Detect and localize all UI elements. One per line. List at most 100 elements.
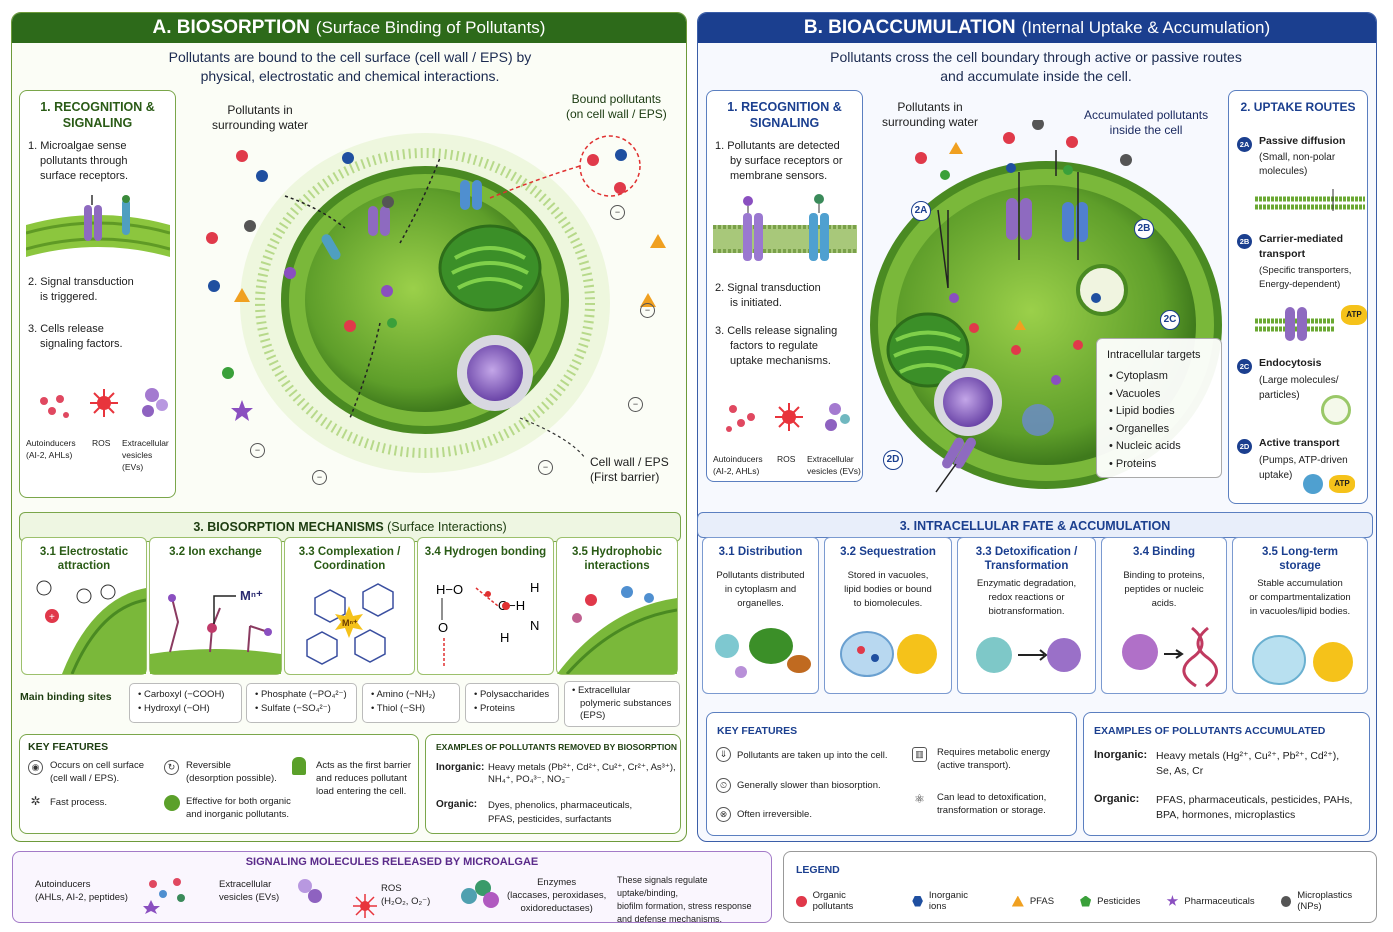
pfas-icon [1011, 895, 1024, 907]
fate-long-term-storage: 3.5 Long-term storage Stable accumulation… [1232, 537, 1368, 694]
text-line: Stable accumulation [1257, 578, 1343, 589]
text-line: (Specific transporters, [1259, 265, 1352, 276]
text-line: Stored in vacuoles, [847, 570, 929, 581]
autoinducer-icon [143, 878, 185, 914]
text-line: vesicles (EVs) [807, 466, 861, 476]
organic-examples: Dyes, phenolics, pharmaceuticals,PFAS, p… [488, 799, 678, 827]
inorganic-ion-icon [912, 895, 923, 907]
text-line: PFAS, pharmaceuticals, pesticides, PAHs, [1156, 794, 1353, 806]
svg-text:O: O [438, 620, 448, 635]
rec-step-3: 3. Cells release signaling factors to re… [715, 324, 837, 369]
membrane-receptor-illustration [26, 195, 170, 257]
text-line: (AI-2, AHLs) [713, 466, 760, 476]
text-line: acids. [1151, 598, 1177, 609]
list-item: • Proteins [1109, 457, 1157, 470]
endocytosis-icon [1321, 395, 1351, 425]
route-title: Passive diffusion [1259, 135, 1346, 147]
fate-item-title: 3.4 Binding [1133, 546, 1195, 558]
surface-icon: ◉ [28, 760, 43, 775]
reversible-icon: ↻ [164, 760, 179, 775]
storage-illustration [1252, 635, 1353, 685]
signal-icons [40, 388, 168, 418]
text-line: Can lead to detoxification, [937, 792, 1047, 803]
text: 3. BIOSORPTION MECHANISMS [193, 520, 384, 534]
route-tag: 2B [1237, 234, 1252, 249]
text-line: • Polysaccharides [474, 689, 550, 700]
subtitle-line: physical, electrostatic and chemical int… [200, 68, 500, 84]
text-line: particles) [1259, 390, 1300, 401]
text-line: membrane sensors. [730, 170, 828, 182]
text-line: • Thiol (−SH) [371, 703, 426, 714]
route-2b-tag: 2B [1134, 219, 1154, 239]
route-title: Active transport [1259, 437, 1340, 449]
fate-item-title: 3.2 Sequestration [840, 546, 936, 558]
ion-exchange-illustration: Mⁿ⁺ [150, 588, 281, 674]
text-line: (AI-2, AHLs) [26, 450, 73, 460]
text-line: 3. Cells release [28, 323, 104, 335]
text-line: 3.5 Long-term [1261, 546, 1339, 558]
text-line: surrounding water [212, 118, 309, 132]
text-line: Autoinducers [26, 438, 76, 448]
transformation-icon: ⚛ [914, 792, 925, 806]
legend-label: Microplastics (NPs) [1297, 890, 1353, 912]
text-line: transport [1259, 248, 1306, 260]
text-line: (AHLs, AI-2, peptides) [35, 892, 128, 903]
text-line: redox reactions or [988, 592, 1065, 603]
pump-icon [1303, 474, 1323, 494]
feature-item: Requires metabolic energy(active transpo… [937, 746, 1050, 772]
feature-item: Can lead to detoxification,transformatio… [937, 791, 1046, 817]
text-line: • Proteins [474, 703, 515, 714]
text-line: Accumulated pollutants [1084, 108, 1209, 122]
text-line: Binding to proteins, [1123, 570, 1205, 581]
feature-item: Pollutants are taken up into the cell. [737, 750, 888, 761]
title-line: 1. RECOGNITION & [727, 100, 842, 114]
text-line: Dyes, phenolics, pharmaceuticals, [488, 800, 633, 811]
biosorption-cell-illustration [206, 133, 666, 473]
inorganic-label: Inorganic: [1094, 749, 1148, 761]
legend-item: Pesticides [1080, 890, 1140, 912]
subtitle-line: and accumulate inside the cell. [940, 68, 1132, 84]
text-line: 3. Cells release signaling [715, 325, 838, 337]
ros-icon [353, 894, 377, 918]
text-line: or compartmentalization [1249, 592, 1351, 603]
membrane-transporter-icon [460, 180, 482, 210]
text-line: oxidoreductases) [520, 903, 593, 914]
autoinducer-label: Autoinducers (AI-2, AHLs) [26, 437, 76, 461]
routes-title: 2. UPTAKE ROUTES [1240, 100, 1356, 114]
legend-item: PFAS [1011, 890, 1054, 912]
bioaccumulation-header: B. BIOACCUMULATION (Internal Uptake & Ac… [698, 13, 1376, 43]
subtitle-line: Pollutants are bound to the cell surface… [168, 49, 532, 65]
signal-note: These signals regulate uptake/binding,bi… [617, 874, 771, 926]
fate-header: 3. INTRACELLULAR FATE & ACCUMULATION [697, 512, 1373, 538]
text-line: 3.5 Hydrophobic [571, 546, 663, 558]
membrane-transporter-icon [321, 234, 341, 260]
text-line: (First barrier) [590, 470, 660, 484]
mech-title: 3.2 Ion exchange [150, 545, 281, 559]
text-line: storage [1279, 560, 1321, 572]
fate-item-desc: Enzymatic degradation,redox reactions or… [958, 577, 1095, 619]
text-line: Acts as the first barrier [316, 760, 412, 771]
text-line: Carrier-mediated [1259, 233, 1344, 245]
text-line: BPA, hormones, microplastics [1156, 809, 1296, 821]
organic-pollutant-icon [796, 895, 807, 907]
text-line: load entering the cell. [316, 786, 407, 797]
text-line: • Hydroxyl (−OH) [138, 703, 210, 714]
list-item: • Organelles [1109, 422, 1170, 435]
text-line: Occurs on cell surface [50, 760, 144, 771]
legend-label: Organic pollutants [812, 890, 854, 912]
organelles-illustration [715, 628, 811, 678]
text-line: • Carboxyl (−COOH) [138, 689, 225, 700]
text-line: signaling factors. [40, 338, 123, 350]
water-label-b: Pollutants in surrounding water [882, 100, 978, 130]
atp-icon: ATP [1329, 475, 1355, 493]
membrane-receptor-illustration [713, 194, 857, 261]
carrier-icon [1255, 307, 1335, 341]
mechanisms-title: 3. BIOSORPTION MECHANISMS (Surface Inter… [20, 519, 680, 535]
text-line: attraction [57, 560, 111, 572]
route-2d-tag: 2D [883, 450, 903, 470]
